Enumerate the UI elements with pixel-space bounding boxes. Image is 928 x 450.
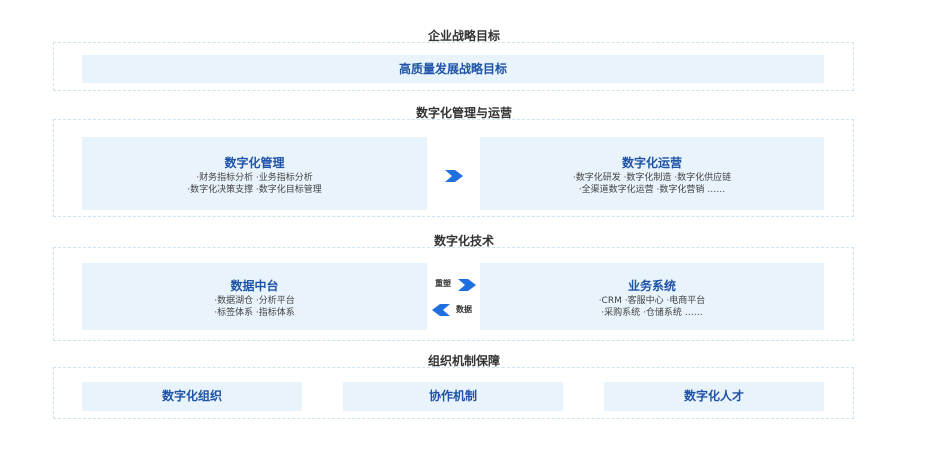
digital-organization-box: 数字化组织 bbox=[82, 382, 302, 411]
data-label: 数据 bbox=[456, 305, 472, 314]
chevron-right-icon bbox=[458, 279, 476, 291]
strategy-goal-box: 高质量发展战略目标 bbox=[82, 55, 824, 83]
strategy-goal-label: 高质量发展战略目标 bbox=[398, 62, 507, 76]
reshape-label: 重塑 bbox=[435, 279, 451, 288]
digital-organization-label: 数字化组织 bbox=[161, 389, 222, 403]
collaboration-mechanism-label: 协作机制 bbox=[428, 389, 477, 403]
chevron-left-icon bbox=[432, 304, 450, 316]
section-technology bbox=[53, 247, 854, 341]
digital-operations-line2: ·全渠道数字化运营 ·数字化营销 …… bbox=[578, 185, 726, 195]
chevron-right-icon bbox=[445, 170, 463, 182]
data-middle-platform-box: 数据中台 ·数据湖仓 ·分析平台 ·标签体系 ·指标体系 bbox=[82, 263, 427, 330]
data-middle-platform-line1: ·数据湖仓 ·分析平台 bbox=[214, 296, 295, 306]
digital-management-line2: ·数字化决策支撑 ·数字化目标管理 bbox=[187, 185, 322, 195]
digital-management-box: 数字化管理 ·财务指标分析 ·业务指标分析 ·数字化决策支撑 ·数字化目标管理 bbox=[82, 137, 427, 210]
section-title-technology: 数字化技术 bbox=[433, 234, 494, 248]
business-systems-line2: ·采购系统 ·仓储系统 …… bbox=[601, 308, 703, 318]
collaboration-mechanism-box: 协作机制 bbox=[343, 382, 563, 411]
digital-operations-line1: ·数字化研发 ·数字化制造 ·数字化供应链 bbox=[572, 173, 732, 183]
section-organization bbox=[53, 367, 854, 419]
digital-operations-box: 数字化运营 ·数字化研发 ·数字化制造 ·数字化供应链 ·全渠道数字化运营 ·数… bbox=[480, 137, 824, 210]
digital-talent-label: 数字化人才 bbox=[683, 389, 744, 403]
business-systems-line1: ·CRM ·客服中心 ·电商平台 bbox=[598, 296, 706, 306]
digital-management-line1: ·财务指标分析 ·业务指标分析 bbox=[196, 173, 313, 183]
digital-management-title: 数字化管理 bbox=[224, 156, 285, 170]
section-management bbox=[53, 119, 854, 217]
digital-talent-box: 数字化人才 bbox=[604, 382, 824, 411]
business-systems-box: 业务系统 ·CRM ·客服中心 ·电商平台 ·采购系统 ·仓储系统 …… bbox=[480, 263, 824, 330]
data-middle-platform-line2: ·标签体系 ·指标体系 bbox=[214, 308, 295, 318]
data-middle-platform-title: 数据中台 bbox=[230, 279, 279, 293]
section-title-management: 数字化管理与运营 bbox=[415, 106, 512, 120]
digital-operations-title: 数字化运营 bbox=[621, 156, 682, 170]
section-title-organization: 组织机制保障 bbox=[427, 354, 500, 368]
section-title-strategy: 企业战略目标 bbox=[427, 29, 500, 43]
business-systems-title: 业务系统 bbox=[627, 279, 676, 293]
section-strategy bbox=[53, 42, 854, 91]
